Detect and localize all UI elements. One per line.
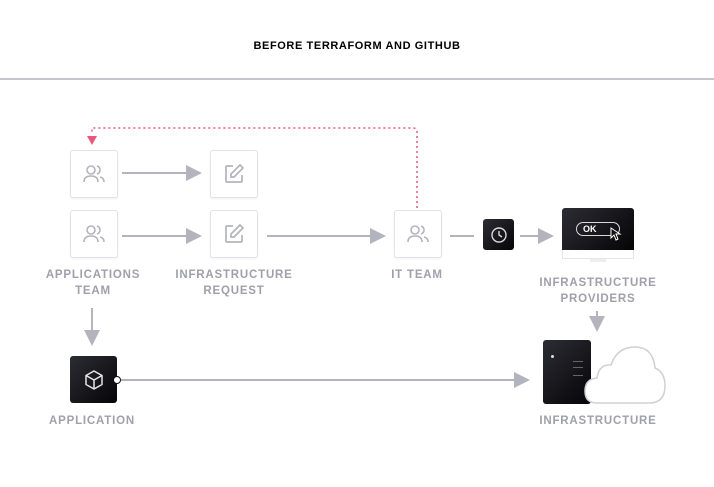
applications-team-box-2 bbox=[70, 210, 118, 258]
connector-dot bbox=[113, 376, 121, 384]
monitor-stand bbox=[590, 259, 606, 262]
cube-icon bbox=[84, 369, 103, 390]
users-icon bbox=[83, 165, 105, 183]
users-icon bbox=[407, 225, 429, 243]
diagram-title: BEFORE TERRAFORM AND GITHUB bbox=[253, 40, 461, 52]
wait-clock-box bbox=[483, 219, 514, 250]
label-it-team: IT TEAM bbox=[391, 269, 443, 281]
feedback-arrowhead bbox=[87, 136, 97, 145]
clock-icon bbox=[490, 226, 507, 243]
monitor-chin bbox=[562, 250, 634, 259]
server-led bbox=[551, 355, 554, 358]
divider bbox=[0, 78, 714, 80]
server-graphic bbox=[543, 340, 591, 404]
edit-icon bbox=[225, 223, 245, 243]
server-vents bbox=[573, 361, 583, 376]
label-application: APPLICATION bbox=[49, 415, 135, 427]
cloud-icon bbox=[584, 346, 666, 404]
infrastructure-request-box-2 bbox=[210, 210, 258, 258]
infrastructure-request-box-1 bbox=[210, 150, 258, 198]
it-team-box bbox=[394, 210, 442, 258]
infrastructure-providers-monitor: OK bbox=[562, 208, 634, 263]
users-icon bbox=[83, 225, 105, 243]
ok-button-graphic: OK bbox=[576, 222, 622, 241]
feedback-dotted-line bbox=[91, 127, 418, 208]
ok-label: OK bbox=[583, 224, 597, 234]
cursor-icon bbox=[610, 227, 622, 241]
applications-team-box-1 bbox=[70, 150, 118, 198]
label-infrastructure: INFRASTRUCTURE bbox=[539, 415, 657, 427]
edit-icon bbox=[225, 163, 245, 183]
application-box bbox=[70, 356, 117, 403]
